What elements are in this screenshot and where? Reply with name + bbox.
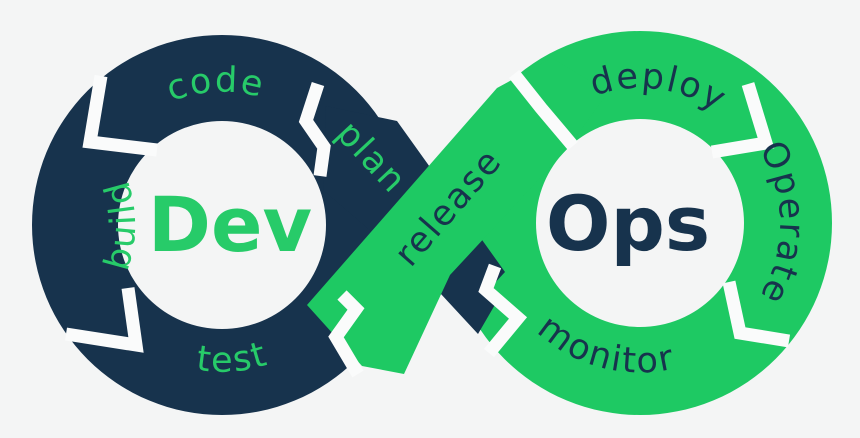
gap-plan-code-chevron bbox=[298, 81, 331, 177]
gap-release-deploy-chevron bbox=[508, 69, 578, 151]
gap-build-test-chevron bbox=[64, 287, 144, 353]
gap-test-release-chevron bbox=[328, 290, 365, 378]
gap-code-build-chevron bbox=[82, 74, 158, 157]
gap-plan-monitor-chevron bbox=[478, 263, 528, 358]
gap-deploy-operate-chevron bbox=[710, 82, 775, 159]
gap-operate-monitor-chevron bbox=[722, 280, 791, 348]
ops-center-label: Ops bbox=[546, 179, 710, 268]
release-band bbox=[307, 58, 608, 374]
step-label-test: test bbox=[194, 334, 272, 381]
step-label-build: build bbox=[97, 175, 144, 274]
dev-center-label: Dev bbox=[148, 180, 312, 269]
